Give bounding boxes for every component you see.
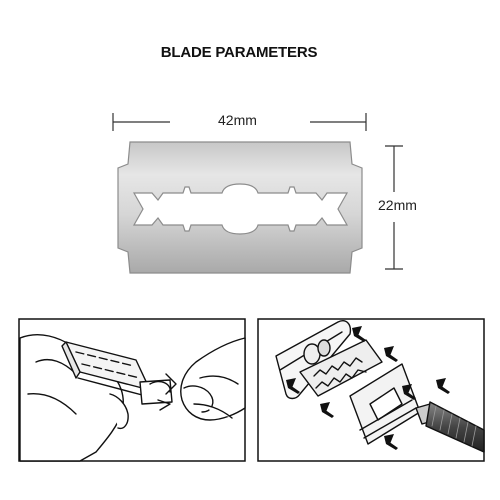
blade-insertion-illustration xyxy=(18,318,246,462)
arrow-icon xyxy=(436,378,450,394)
width-dimension-line xyxy=(112,113,367,131)
arrow-icon xyxy=(352,326,366,342)
blade-slot xyxy=(132,183,349,235)
razor-blade xyxy=(117,141,363,274)
arrow-icon xyxy=(384,434,398,450)
arrow-icon xyxy=(384,346,398,362)
height-dimension-label: 22mm xyxy=(378,197,417,213)
razor-assembly-illustration xyxy=(257,318,485,462)
width-dimension-label: 42mm xyxy=(218,112,257,128)
page-title: BLADE PARAMETERS xyxy=(160,44,318,61)
arrow-icon xyxy=(320,402,334,418)
arrow-icon xyxy=(286,378,300,394)
arrow-icon xyxy=(402,384,416,400)
height-dimension-line xyxy=(385,145,403,270)
